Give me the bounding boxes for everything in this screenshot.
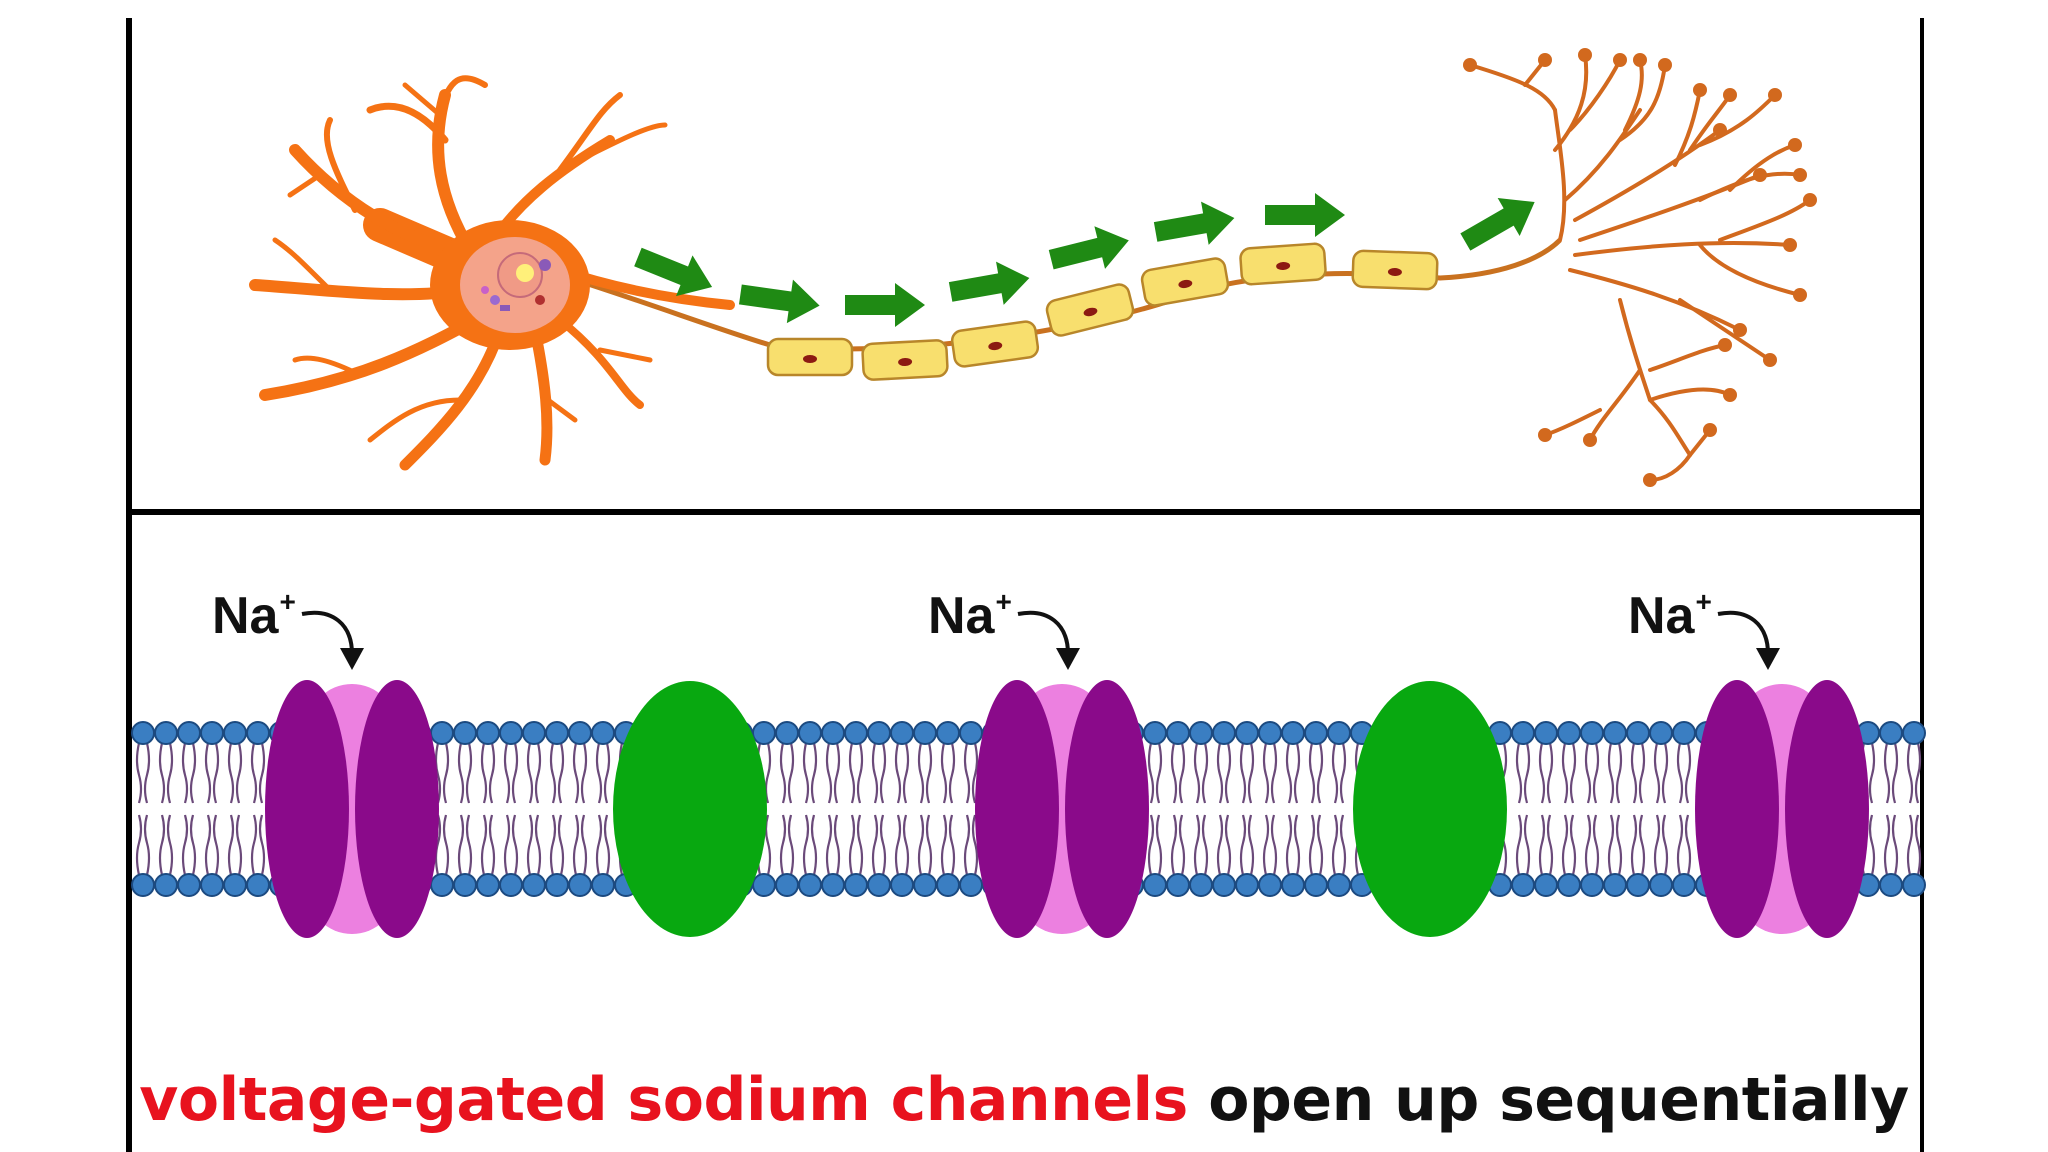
myelin-sheath bbox=[766, 242, 1439, 381]
ion-entry-arrow bbox=[1717, 610, 1780, 670]
myelin-segment bbox=[861, 339, 949, 381]
ion-symbol: Na bbox=[212, 587, 279, 645]
phospholipid bbox=[844, 721, 868, 897]
phospholipid bbox=[1672, 721, 1696, 897]
signal-arrow bbox=[948, 261, 1030, 305]
neuron-illustration bbox=[249, 48, 1817, 487]
ion-entry-arrow bbox=[301, 610, 364, 670]
phospholipid bbox=[1511, 721, 1535, 897]
phospholipid bbox=[1603, 721, 1627, 897]
membrane-protein bbox=[1353, 681, 1507, 937]
phospholipid bbox=[1143, 721, 1167, 897]
axon-terminals bbox=[1468, 53, 1812, 482]
ion-symbol: Na bbox=[1628, 587, 1695, 645]
phospholipid bbox=[1258, 721, 1282, 897]
caption-rest: open up sequentially bbox=[1208, 1065, 1909, 1135]
phospholipid bbox=[1626, 721, 1650, 897]
signal-arrow bbox=[1048, 226, 1129, 270]
phospholipid bbox=[591, 721, 615, 897]
phospholipid bbox=[798, 721, 822, 897]
phospholipid bbox=[890, 721, 914, 897]
phospholipid bbox=[1304, 721, 1328, 897]
ion-entry-arrow bbox=[1017, 610, 1080, 670]
myelin-segment bbox=[766, 337, 854, 377]
ion-influx-arrows bbox=[301, 610, 1780, 670]
phospholipid bbox=[1327, 721, 1351, 897]
phospholipid bbox=[200, 721, 224, 897]
myelin-segment bbox=[1351, 249, 1439, 291]
panel-frame bbox=[126, 18, 1924, 1152]
phospholipid bbox=[913, 721, 937, 897]
phospholipid bbox=[821, 721, 845, 897]
phospholipid bbox=[1902, 721, 1926, 897]
membrane-proteins bbox=[265, 680, 1869, 938]
cell-body bbox=[430, 220, 590, 350]
na-ion-label: Na+ bbox=[1628, 586, 1712, 645]
phospholipid bbox=[223, 721, 247, 897]
phospholipid bbox=[936, 721, 960, 897]
myelin-segment bbox=[1140, 257, 1230, 307]
phospholipid bbox=[1166, 721, 1190, 897]
phospholipid bbox=[453, 721, 477, 897]
signal-arrow bbox=[738, 279, 820, 324]
signal-arrow bbox=[1153, 201, 1235, 245]
phospholipid bbox=[568, 721, 592, 897]
phospholipid bbox=[1189, 721, 1213, 897]
phospholipid bbox=[499, 721, 523, 897]
myelin-segment bbox=[1045, 283, 1135, 337]
ion-charge: + bbox=[1695, 586, 1712, 617]
cell-membrane bbox=[131, 610, 1926, 938]
signal-arrows bbox=[634, 193, 1535, 327]
phospholipid bbox=[522, 721, 546, 897]
myelin-segment bbox=[950, 320, 1040, 368]
membrane-protein bbox=[613, 681, 767, 937]
ion-symbol: Na bbox=[928, 587, 995, 645]
phospholipid bbox=[775, 721, 799, 897]
signal-arrow bbox=[634, 247, 713, 297]
phospholipid bbox=[1557, 721, 1581, 897]
phospholipid bbox=[1212, 721, 1236, 897]
phospholipid bbox=[131, 721, 155, 897]
ion-charge: + bbox=[279, 586, 296, 617]
caption-highlight: voltage-gated sodium channels bbox=[139, 1065, 1188, 1135]
phospholipid bbox=[1879, 721, 1903, 897]
signal-arrow bbox=[845, 283, 925, 327]
nucleolus bbox=[516, 264, 534, 282]
caption: voltage-gated sodium channels open up se… bbox=[0, 1070, 2048, 1130]
myelin-segment bbox=[1239, 242, 1327, 286]
signal-arrow bbox=[1265, 193, 1345, 237]
signal-arrow bbox=[1460, 197, 1535, 251]
phospholipid bbox=[476, 721, 500, 897]
phospholipid bbox=[1235, 721, 1259, 897]
phospholipid bbox=[959, 721, 983, 897]
ion-charge: + bbox=[995, 586, 1012, 617]
sodium-channel bbox=[265, 680, 439, 938]
phospholipid bbox=[1580, 721, 1604, 897]
phospholipid bbox=[177, 721, 201, 897]
na-ion-label: Na+ bbox=[928, 586, 1012, 645]
axon bbox=[559, 238, 1562, 352]
phospholipid bbox=[1281, 721, 1305, 897]
phospholipid bbox=[545, 721, 569, 897]
phospholipid bbox=[154, 721, 178, 897]
sodium-channel bbox=[1695, 680, 1869, 938]
phospholipid bbox=[867, 721, 891, 897]
na-ion-label: Na+ bbox=[212, 586, 296, 645]
terminal-buttons bbox=[1463, 48, 1817, 487]
sodium-channel bbox=[975, 680, 1149, 938]
phospholipid bbox=[1649, 721, 1673, 897]
phospholipid bbox=[1534, 721, 1558, 897]
